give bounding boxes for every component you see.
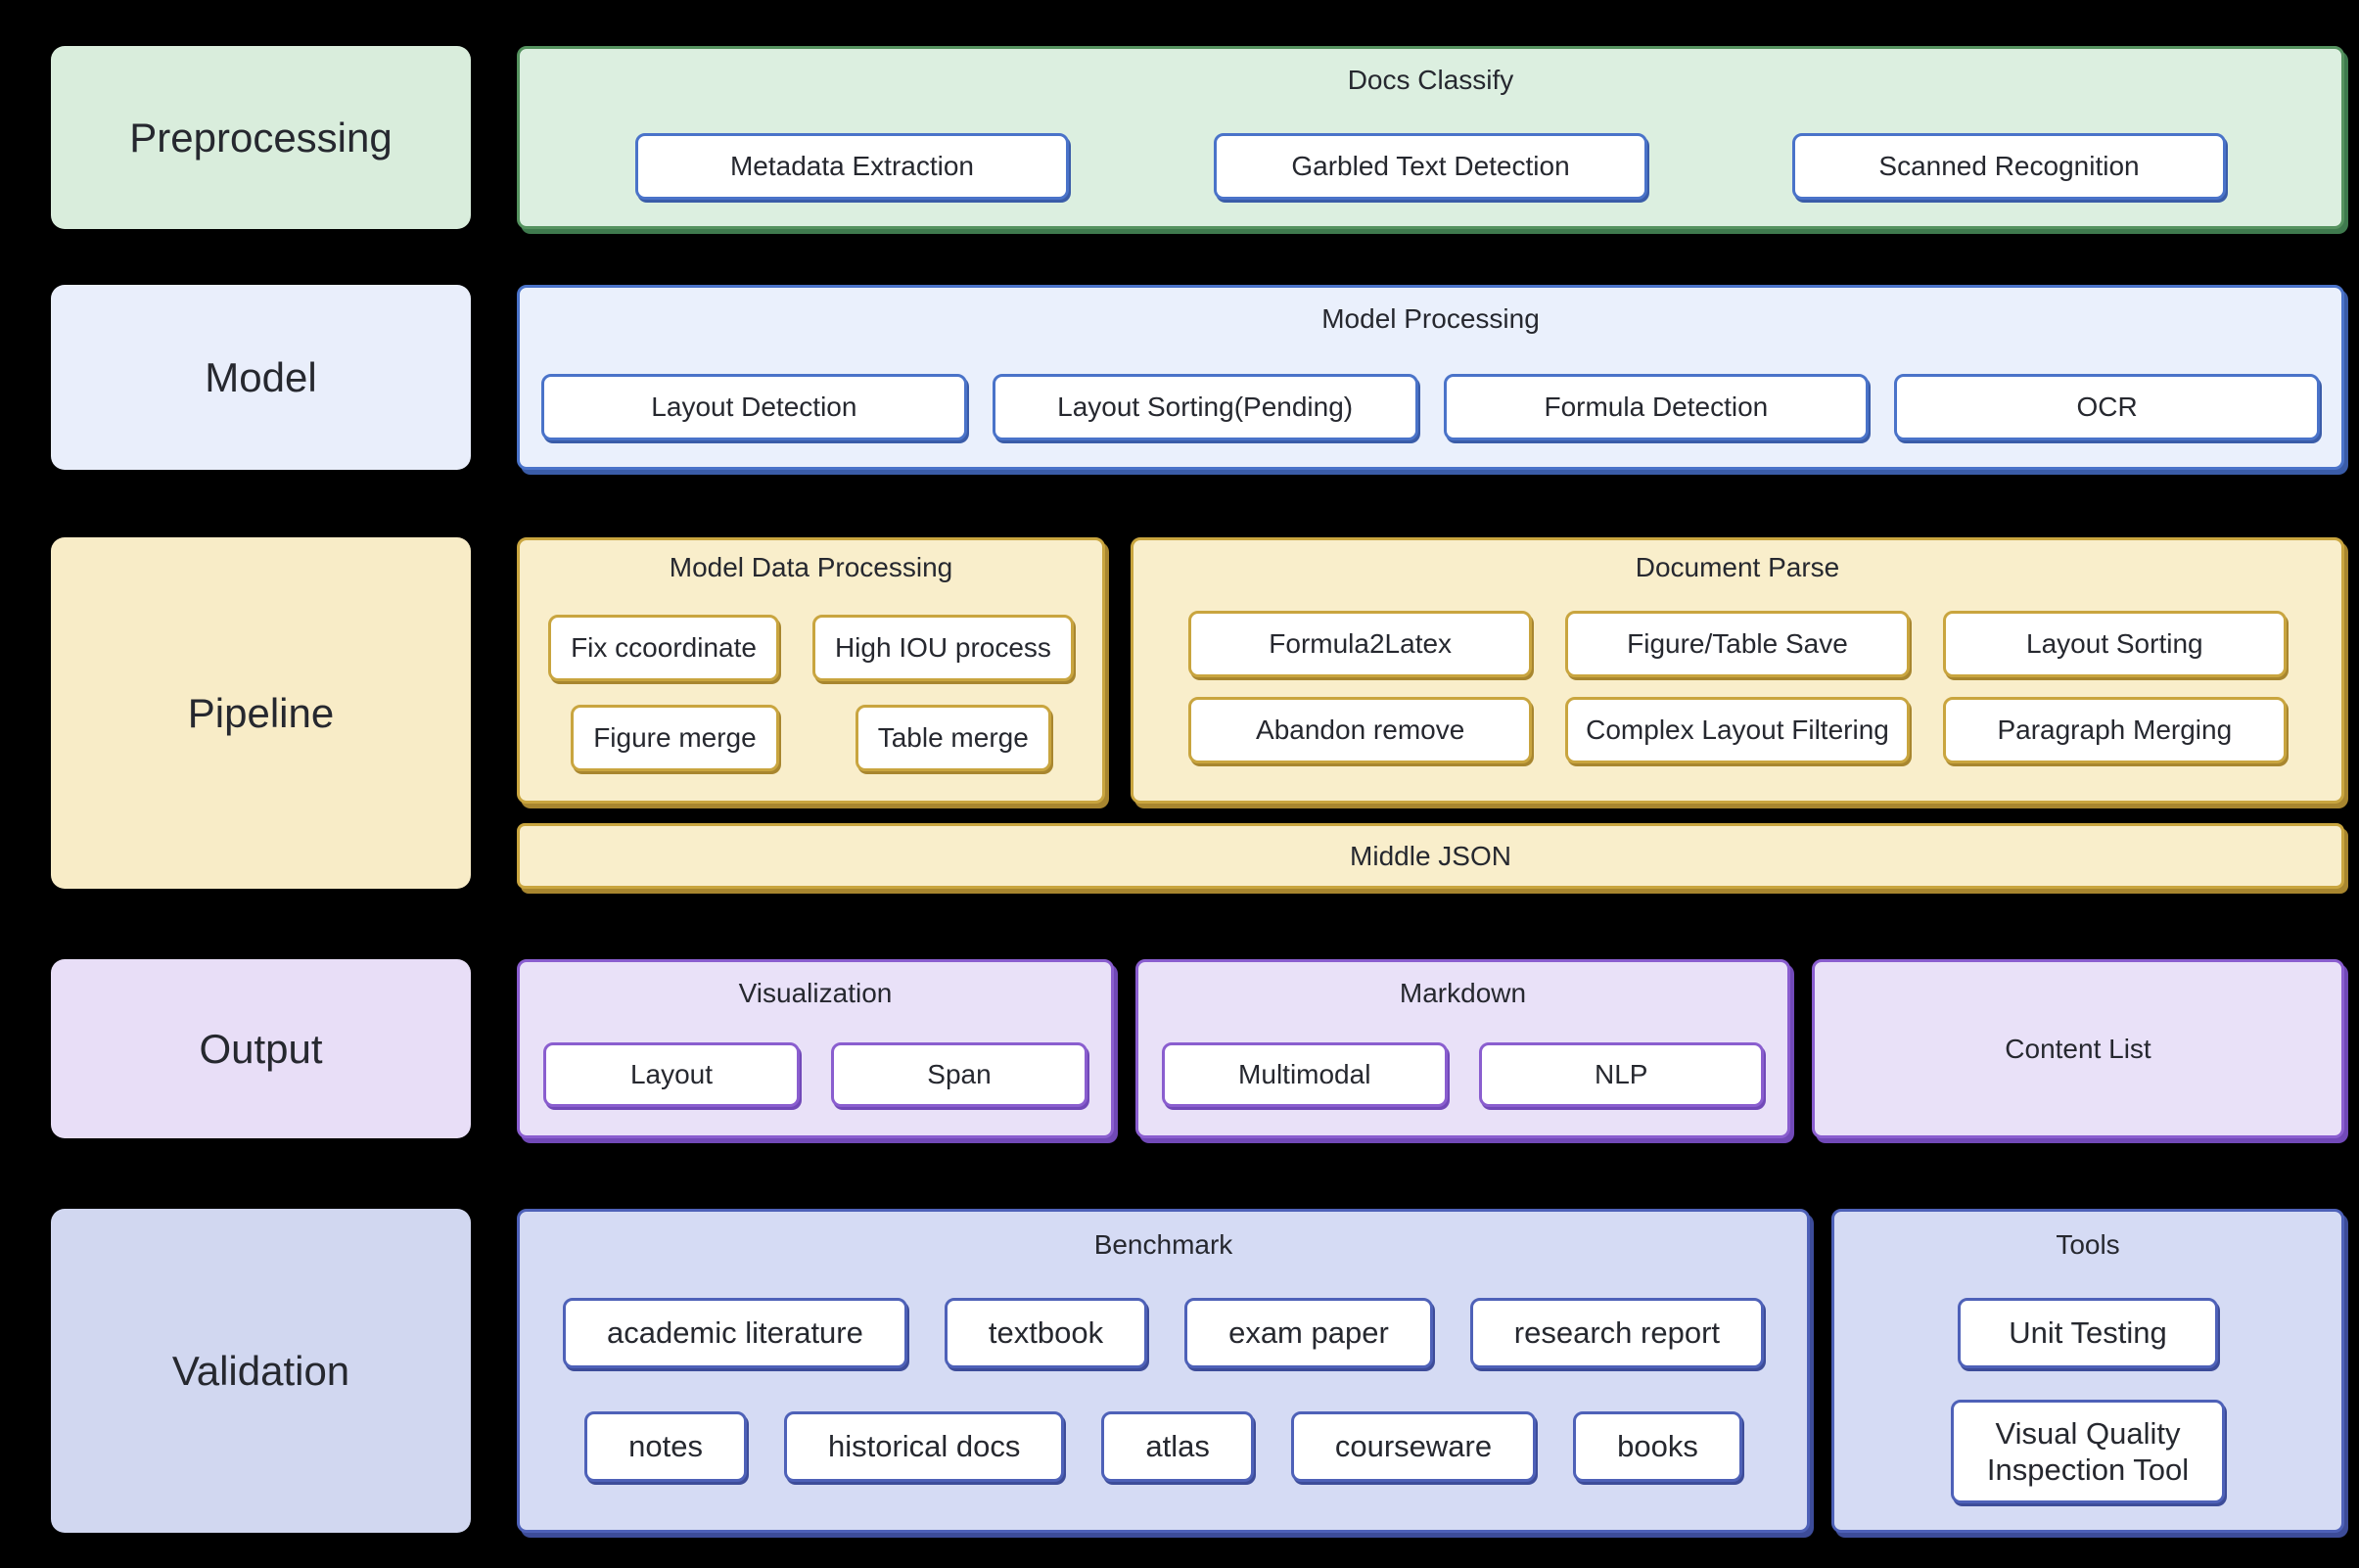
node-middle-json: Middle JSON (517, 823, 2344, 889)
node-formula-detection: Formula Detection (1443, 374, 1870, 440)
node-layout-sorting: Layout Sorting (1942, 611, 2287, 677)
group-visualization: Visualization Layout Span (517, 959, 1114, 1138)
mdp-row-1: Fix ccoordinate High IOU process (520, 615, 1102, 681)
node-scanned-recognition: Scanned Recognition (1792, 133, 2226, 200)
node-unit-testing: Unit Testing (1958, 1298, 2218, 1368)
group-content-list: Content List (1812, 959, 2344, 1138)
node-notes: notes (584, 1411, 747, 1482)
group-title-model-processing: Model Processing (1321, 303, 1540, 334)
benchmark-row-2: notes historical docs atlas courseware b… (520, 1411, 1807, 1482)
node-courseware: courseware (1290, 1411, 1537, 1482)
row-pipeline: Pipeline Model Data Processing Fix ccoor… (51, 537, 2344, 889)
pipeline-groups: Model Data Processing Fix ccoordinate Hi… (517, 537, 2344, 804)
row-label-validation: Validation (51, 1209, 471, 1533)
node-high-iou-process: High IOU process (811, 615, 1074, 681)
pipeline-content: Model Data Processing Fix ccoordinate Hi… (517, 537, 2344, 889)
node-garbled-text-detection: Garbled Text Detection (1214, 133, 1647, 200)
node-visual-quality-inspection-tool: Visual Quality Inspection Tool (1951, 1400, 2225, 1503)
node-academic-literature: academic literature (562, 1298, 907, 1368)
document-parse-nodes: Formula2Latex Figure/Table Save Layout S… (1188, 611, 2287, 763)
node-research-report: research report (1469, 1298, 1765, 1368)
group-title-tools: Tools (2056, 1229, 2120, 1260)
row-label-output: Output (51, 959, 471, 1138)
group-title-document-parse: Document Parse (1635, 552, 1840, 582)
output-groups: Visualization Layout Span Markdown Multi… (517, 959, 2344, 1138)
group-model-processing: Model Processing Layout Detection Layout… (517, 285, 2344, 470)
node-complex-layout-filtering: Complex Layout Filtering (1565, 697, 1910, 763)
node-figure-table-save: Figure/Table Save (1565, 611, 1910, 677)
markdown-nodes: Multimodal NLP (1138, 1042, 1787, 1107)
group-docs-classify: Docs Classify Metadata Extraction Garble… (517, 46, 2344, 229)
node-layout-sorting-pending: Layout Sorting(Pending) (992, 374, 1418, 440)
node-ocr: OCR (1894, 374, 2320, 440)
group-title-benchmark: Benchmark (1093, 1229, 1233, 1260)
group-benchmark: Benchmark academic literature textbook e… (517, 1209, 1810, 1533)
model-processing-nodes: Layout Detection Layout Sorting(Pending)… (520, 374, 2341, 440)
node-nlp: NLP (1478, 1042, 1764, 1107)
node-atlas: atlas (1101, 1411, 1254, 1482)
node-layout-detection: Layout Detection (541, 374, 967, 440)
validation-groups: Benchmark academic literature textbook e… (517, 1209, 2344, 1533)
row-output: Output Visualization Layout Span Markdow… (51, 959, 2344, 1138)
row-label-preprocessing: Preprocessing (51, 46, 471, 229)
group-markdown: Markdown Multimodal NLP (1135, 959, 1790, 1138)
node-multimodal: Multimodal (1162, 1042, 1448, 1107)
visualization-nodes: Layout Span (520, 1042, 1111, 1107)
group-model-data-processing: Model Data Processing Fix ccoordinate Hi… (517, 537, 1105, 804)
node-exam-paper: exam paper (1184, 1298, 1433, 1368)
node-textbook: textbook (944, 1298, 1148, 1368)
group-tools: Tools Unit Testing Visual Quality Inspec… (1831, 1209, 2344, 1533)
group-title-visualization: Visualization (738, 978, 893, 1008)
node-paragraph-merging: Paragraph Merging (1942, 697, 2287, 763)
node-metadata-extraction: Metadata Extraction (635, 133, 1069, 200)
group-title-markdown: Markdown (1399, 978, 1527, 1008)
node-abandon-remove: Abandon remove (1188, 697, 1533, 763)
row-label-model: Model (51, 285, 471, 470)
node-table-merge: Table merge (855, 705, 1051, 771)
row-validation: Validation Benchmark academic literature… (51, 1209, 2344, 1533)
mdp-row-2: Figure merge Table merge (520, 705, 1102, 771)
row-model: Model Model Processing Layout Detection … (51, 285, 2344, 470)
node-figure-merge: Figure merge (571, 705, 779, 771)
node-span: Span (831, 1042, 1087, 1107)
node-layout: Layout (543, 1042, 800, 1107)
benchmark-row-1: academic literature textbook exam paper … (520, 1298, 1807, 1368)
row-preprocessing: Preprocessing Docs Classify Metadata Ext… (51, 46, 2344, 229)
node-books: books (1573, 1411, 1742, 1482)
docs-classify-nodes: Metadata Extraction Garbled Text Detecti… (520, 133, 2341, 200)
node-fix-ccoordinate: Fix ccoordinate (548, 615, 779, 681)
node-historical-docs: historical docs (783, 1411, 1065, 1482)
row-label-pipeline: Pipeline (51, 537, 471, 889)
group-title-model-data-processing: Model Data Processing (669, 552, 953, 582)
node-formula2latex: Formula2Latex (1188, 611, 1533, 677)
group-title-docs-classify: Docs Classify (1347, 65, 1514, 95)
group-document-parse: Document Parse Formula2Latex Figure/Tabl… (1131, 537, 2344, 804)
